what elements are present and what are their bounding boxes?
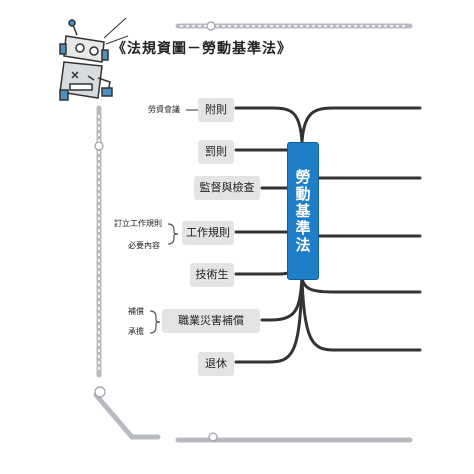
branch-connectors bbox=[234, 106, 422, 364]
branch-fasei: 罰則 bbox=[198, 140, 234, 164]
central-topic: 勞動基準法 bbox=[287, 142, 319, 280]
sub-connectors bbox=[149, 109, 198, 334]
frame-dots bbox=[94, 21, 218, 442]
sub-label-laozi: 勞資會議 bbox=[148, 105, 180, 114]
sub-label-biyao: 必要內容 bbox=[128, 241, 160, 250]
page-title: 《法規資圖－勞動基準法》 bbox=[112, 41, 292, 57]
sub-label-dingli: 訂立工作規則 bbox=[114, 219, 162, 228]
branch-jiandu: 監督與檢查 bbox=[194, 176, 260, 200]
branch-zaihai: 職業災害補償 bbox=[162, 309, 260, 333]
frame-path-dashes bbox=[98, 25, 405, 370]
sub-label-buchang: 補償 bbox=[128, 307, 144, 316]
branch-tuixiu: 退休 bbox=[198, 352, 234, 376]
branch-jishu: 技術生 bbox=[190, 263, 234, 287]
branch-fuze: 附則 bbox=[198, 98, 234, 122]
robot-icon bbox=[59, 17, 129, 101]
sub-label-chengdan: 承擔 bbox=[128, 327, 144, 336]
branch-gongzuo: 工作規則 bbox=[182, 221, 234, 245]
